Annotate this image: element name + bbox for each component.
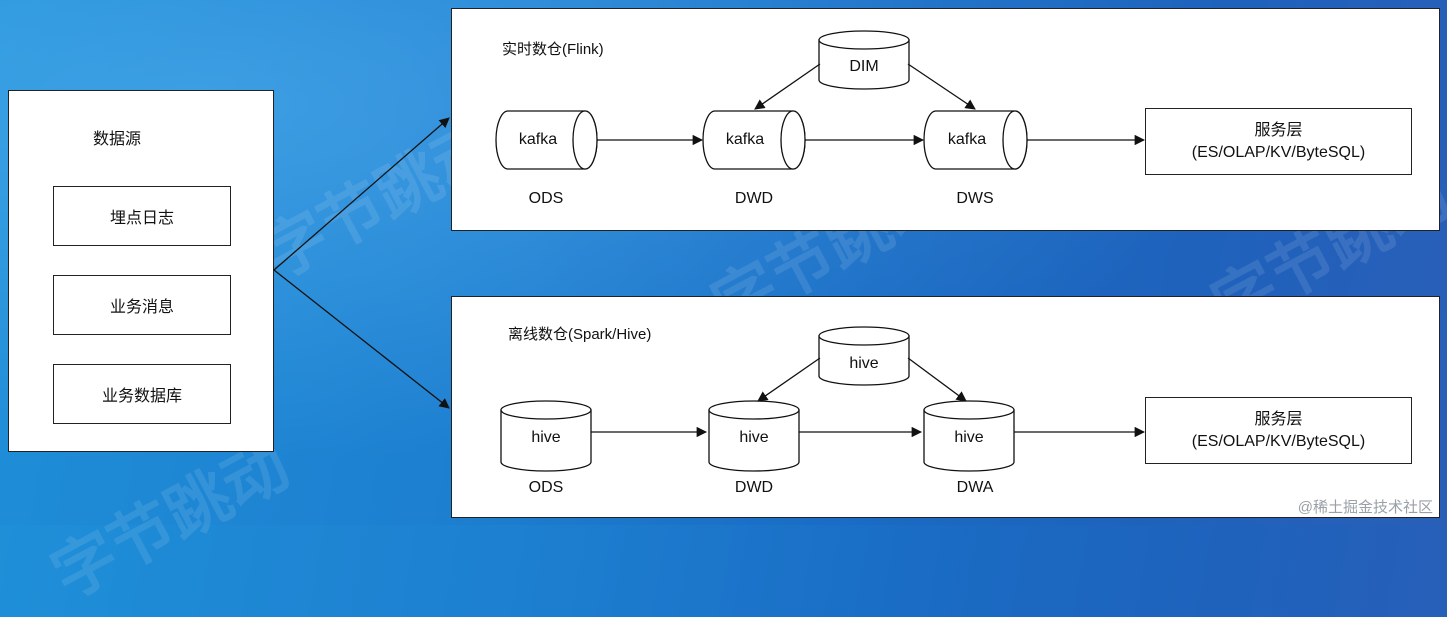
cylinder-label: kafka: [947, 131, 987, 148]
diagram-shapes: [273, 30, 1146, 472]
flow-arrow: [757, 357, 821, 402]
kafka-cylinder-ods: [495, 110, 598, 170]
layer-label: DWA: [956, 479, 994, 496]
kafka-cylinder-dws: [923, 110, 1028, 170]
layer-label: DWD: [734, 190, 774, 207]
cylinder-label: hive: [954, 429, 984, 446]
service-layer-title: 服务层: [1254, 121, 1303, 139]
hive-cylinder-dwa: [923, 400, 1015, 472]
dim-label: hive: [849, 355, 879, 372]
layer-label: ODS: [528, 479, 564, 496]
layer-label: DWD: [734, 479, 774, 496]
cylinder-label: hive: [739, 429, 769, 446]
flow-arrow: [273, 117, 450, 271]
footer-watermark: @稀土掘金技术社区: [1297, 499, 1433, 516]
dim-cylinder: [818, 30, 910, 90]
service-layer-subtitle: (ES/OLAP/KV/ByteSQL): [1191, 143, 1366, 161]
kafka-cylinder-dwd: [702, 110, 806, 170]
data-source-title: 数据源: [93, 131, 142, 148]
cylinder-label: hive: [531, 429, 561, 446]
hive-dim-cylinder: [818, 326, 910, 386]
flow-arrow: [754, 63, 821, 110]
source-item: 业务数据库: [53, 364, 231, 424]
flow-arrow: [907, 357, 967, 402]
flow-arrow: [273, 269, 450, 409]
flow-arrow: [907, 63, 976, 110]
source-item: 业务消息: [53, 275, 231, 335]
dim-label: DIM: [849, 58, 879, 75]
hive-cylinder-dwd: [708, 400, 800, 472]
hive-cylinder-ods: [500, 400, 592, 472]
cylinder-label: kafka: [518, 131, 558, 148]
service-layer-subtitle: (ES/OLAP/KV/ByteSQL): [1191, 432, 1366, 450]
cylinder-label: kafka: [725, 131, 765, 148]
layer-label: ODS: [528, 190, 564, 207]
offline-service-layer: 服务层 (ES/OLAP/KV/ByteSQL): [1145, 397, 1412, 464]
data-source-panel: 数据源 埋点日志 业务消息 业务数据库: [8, 90, 274, 452]
offline-warehouse-title: 离线数仓(Spark/Hive): [508, 326, 652, 343]
layer-label: DWS: [956, 190, 994, 207]
realtime-warehouse-title: 实时数仓(Flink): [502, 41, 604, 58]
realtime-service-layer: 服务层 (ES/OLAP/KV/ByteSQL): [1145, 108, 1412, 175]
service-layer-title: 服务层: [1254, 410, 1303, 428]
source-item: 埋点日志: [53, 186, 231, 246]
